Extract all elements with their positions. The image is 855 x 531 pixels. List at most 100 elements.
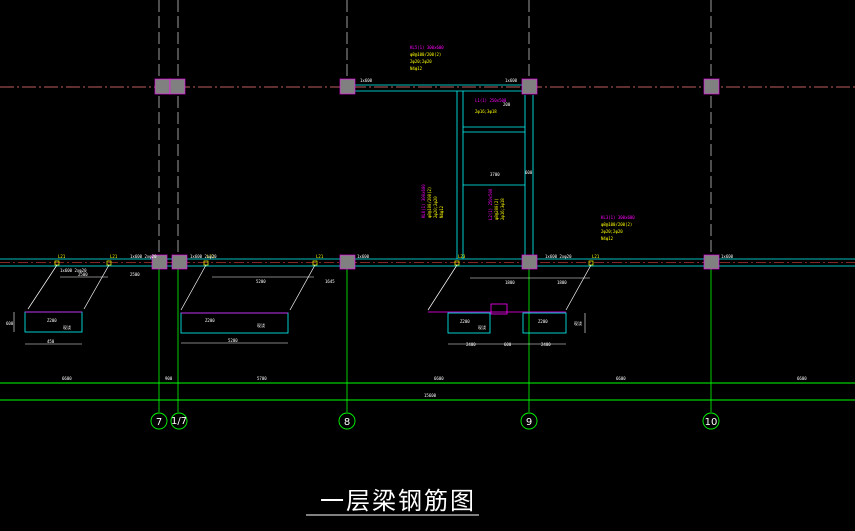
sec-tag-d: Z200 [538,319,548,324]
note-top-c: 2φ20;2φ20 [410,59,432,64]
vert-tag-b: 600 [525,170,533,175]
column-8-top [339,78,356,95]
axis-bubble-10 [702,412,720,430]
dim-lz-right-a: 1800 [505,280,515,285]
column-7-top [154,78,171,95]
vertical-gridlines [158,0,712,255]
dim-row1-f: 6600 [797,376,807,381]
vert-tag-a: 200 [503,102,511,107]
dim-lz-left-c: 450 [47,339,55,344]
dim-row1-b: 900 [165,376,173,381]
dim-lz-mid-a: 5200 [256,279,266,284]
axis-label-8: 8 [344,417,350,428]
beam-label-4: L21 [316,254,324,259]
axis-label-7: 7 [156,417,162,428]
dim-row1-c: 5700 [257,376,267,381]
beam-top-a: 1x600 [360,78,373,83]
column-1-7-mid [171,254,188,270]
note-vert2-c: 2φ16;3φ18 [500,198,505,220]
beam-row-a: 1x600 2xφ20 [130,254,157,259]
note-right-c: 2φ20;2φ20 [601,229,623,234]
dim-total: 15600 [424,393,437,398]
note-top-a: KL5(1) 300x600 [410,45,444,50]
beam-label-6: L21 [592,254,600,259]
dimension-rows [0,382,855,401]
column-7-mid [151,254,168,270]
dim-lz-right-c: 2400 [466,342,476,347]
beam-texts: 1x600 1x600 1x600 2xφ20 1x600 2xφ20 1x60… [6,78,807,398]
beam-label-2: L21 [110,254,118,259]
section-leaders [27,264,592,311]
sec-tag-b: Z200 [205,318,215,323]
beam-labels: L21 L21 L21 L21 L23 L21 [58,254,600,259]
column-8-mid [339,254,356,270]
dim-lz-right-d: 2400 [541,342,551,347]
axis-bubble-8 [338,412,356,430]
column-10-top [703,78,720,95]
note-top-d: N4φ12 [410,66,423,71]
axis-label-10: 10 [705,417,718,428]
note-vert2-b: φ8@200(2) [494,198,499,220]
beam-lines [0,84,855,267]
beam-row-e: 1x600 [721,254,734,259]
note-vert-a: KL6(1) 300x600 [421,184,426,218]
drawing-title: 一层梁钢筋图 [320,487,476,515]
sec-a: 600 [6,321,14,326]
section-box-d [522,312,567,334]
axis-extension-lines [158,268,712,412]
dim-lz-mid-c: 1645 [325,279,335,284]
note-mid-a: L1(1) 250x500 [475,98,507,103]
axis-labels: 7 1/7 8 9 10 [156,416,718,428]
annotations: KL5(1) 300x600 φ8@100/200(2) 2φ20;2φ20 N… [410,45,635,241]
beam-label-3: L21 [207,254,215,259]
note-top-b: φ8@100/200(2) [410,52,441,57]
note-vert-c: 2φ20;2φ20 [433,196,438,218]
axis-label-9: 9 [526,417,532,428]
note-mid-b: 2φ16;3φ18 [475,109,497,114]
column-1-7-top [169,78,186,95]
note-right-b: φ8@100/200(2) [601,222,632,227]
beam-row-d: 1x600 2xφ20 [545,254,572,259]
dim-row1-e: 6600 [616,376,626,381]
dim-lz-left-a: 2500 [78,272,88,277]
dim-hole: 3700 [490,172,500,177]
axis-bubble-1-7 [170,412,188,430]
axis-bubbles [150,412,720,430]
beam-row-c: 1x600 [357,254,370,259]
dim-lz-right-e: 600 [504,342,512,347]
axis-bubble-7 [150,412,168,430]
sec-word-c: 现浇 [478,324,486,330]
section-dimension-lines [13,276,590,345]
dim-lz-right-b: 1800 [557,280,567,285]
column-10-mid [703,254,720,270]
beam-label-5: L23 [458,254,466,259]
dim-row1-a: 6600 [62,376,72,381]
axis-label-1-7: 1/7 [171,416,187,427]
section-box-c [447,312,491,334]
note-right-d: N4φ12 [601,236,614,241]
support-markers [54,260,594,266]
dim-row1-d: 6600 [434,376,444,381]
sec-word-d: 现浇 [574,320,582,326]
sec-tag-c: Z200 [460,319,470,324]
column-9-mid [521,254,538,270]
sec-tag-a: Z200 [47,318,57,323]
note-vert-b: φ8@100/200(2) [427,187,432,218]
sec-word-b: 现浇 [257,322,265,328]
dim-lz-mid-b: 5200 [228,338,238,343]
note-vert-d: N4φ12 [439,205,444,218]
beam-top-b: 1x600 [505,78,518,83]
sec-word-a: 现浇 [63,324,71,330]
beam-label-1: L21 [58,254,66,259]
columns [151,78,720,270]
column-9-top [521,78,538,95]
axis-bubble-9 [520,412,538,430]
note-vert2-a: L2(1) 250x500 [488,188,493,220]
note-right-a: KL3(1) 300x600 [601,215,635,220]
section-details [24,303,567,334]
dim-left-beam: 1x600 2xφ20 [60,268,87,273]
beam-row-b: 1x600 2xφ20 [190,254,217,259]
dim-lz-left-b: 2500 [130,272,140,277]
section-box-b [180,312,289,334]
